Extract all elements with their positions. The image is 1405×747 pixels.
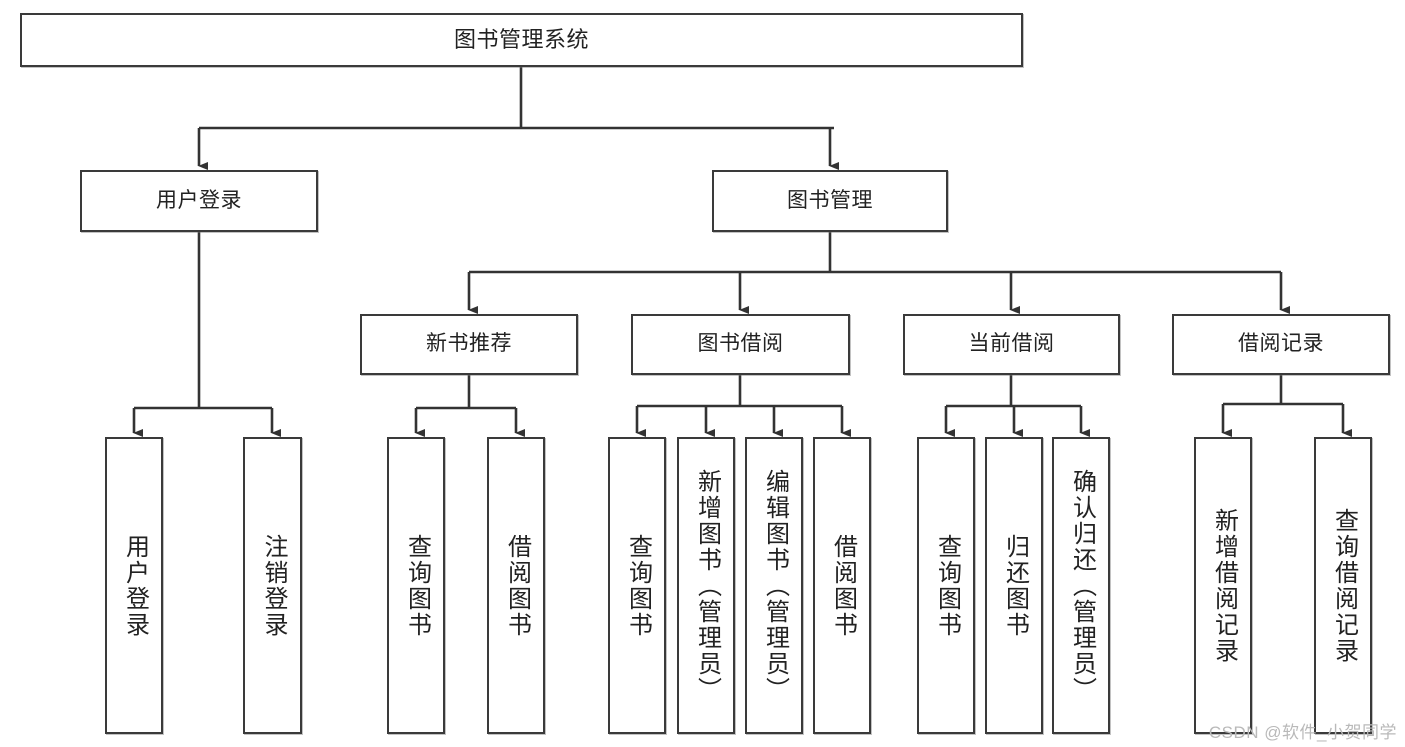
leaf-borrow-book-newbook[interactable]: 借阅图书 — [487, 437, 545, 734]
node-book-management-label: 图书管理 — [787, 188, 873, 212]
leaf-user-login[interactable]: 用户登录 — [105, 437, 163, 734]
node-user-login-label: 用户登录 — [156, 188, 242, 212]
leaf-logout[interactable]: 注销登录 — [243, 437, 302, 734]
leaf-edit-book-admin-label: 编辑图书（管理员） — [761, 468, 789, 703]
leaf-confirm-return-admin[interactable]: 确认归还（管理员） — [1052, 437, 1110, 734]
leaf-return-book-label: 归还图书 — [1001, 533, 1029, 638]
leaf-logout-label: 注销登录 — [259, 533, 287, 638]
leaf-confirm-return-admin-label: 确认归还（管理员） — [1068, 468, 1096, 703]
node-borrow-record[interactable]: 借阅记录 — [1172, 314, 1390, 375]
leaf-query-book-current[interactable]: 查询图书 — [917, 437, 975, 734]
leaf-query-book-newbook[interactable]: 查询图书 — [387, 437, 445, 734]
node-root-label: 图书管理系统 — [453, 27, 589, 53]
node-book-borrow-label: 图书借阅 — [697, 332, 784, 356]
leaf-add-borrow-record-label: 新增借阅记录 — [1210, 507, 1238, 664]
leaf-add-borrow-record[interactable]: 新增借阅记录 — [1194, 437, 1252, 734]
leaf-edit-book-admin[interactable]: 编辑图书（管理员） — [745, 437, 803, 734]
leaf-query-book-borrow-label: 查询图书 — [624, 533, 652, 638]
watermark: CSDN @软件_小贺同学 — [1208, 723, 1397, 742]
node-current-borrow-label: 当前借阅 — [968, 332, 1055, 356]
leaf-borrow-book[interactable]: 借阅图书 — [813, 437, 871, 734]
leaf-add-book-admin-label: 新增图书（管理员） — [693, 468, 721, 703]
leaf-query-borrow-record-label: 查询借阅记录 — [1330, 507, 1358, 664]
leaf-user-login-label: 用户登录 — [121, 533, 149, 638]
leaf-query-book-current-label: 查询图书 — [933, 533, 961, 638]
node-book-management[interactable]: 图书管理 — [712, 170, 948, 232]
leaf-add-book-admin[interactable]: 新增图书（管理员） — [677, 437, 735, 734]
node-user-login[interactable]: 用户登录 — [80, 170, 318, 232]
node-borrow-record-label: 借阅记录 — [1238, 332, 1324, 356]
leaf-borrow-book-label: 借阅图书 — [829, 533, 857, 638]
node-current-borrow[interactable]: 当前借阅 — [903, 314, 1120, 375]
leaf-query-book-borrow[interactable]: 查询图书 — [608, 437, 666, 734]
node-new-book-recommend[interactable]: 新书推荐 — [360, 314, 578, 375]
leaf-borrow-book-newbook-label: 借阅图书 — [503, 533, 531, 638]
leaf-return-book[interactable]: 归还图书 — [985, 437, 1043, 734]
node-book-borrow[interactable]: 图书借阅 — [631, 314, 850, 375]
node-root[interactable]: 图书管理系统 — [20, 13, 1023, 67]
leaf-query-borrow-record[interactable]: 查询借阅记录 — [1314, 437, 1372, 734]
leaf-query-book-newbook-label: 查询图书 — [403, 533, 431, 638]
node-new-book-recommend-label: 新书推荐 — [426, 332, 512, 356]
